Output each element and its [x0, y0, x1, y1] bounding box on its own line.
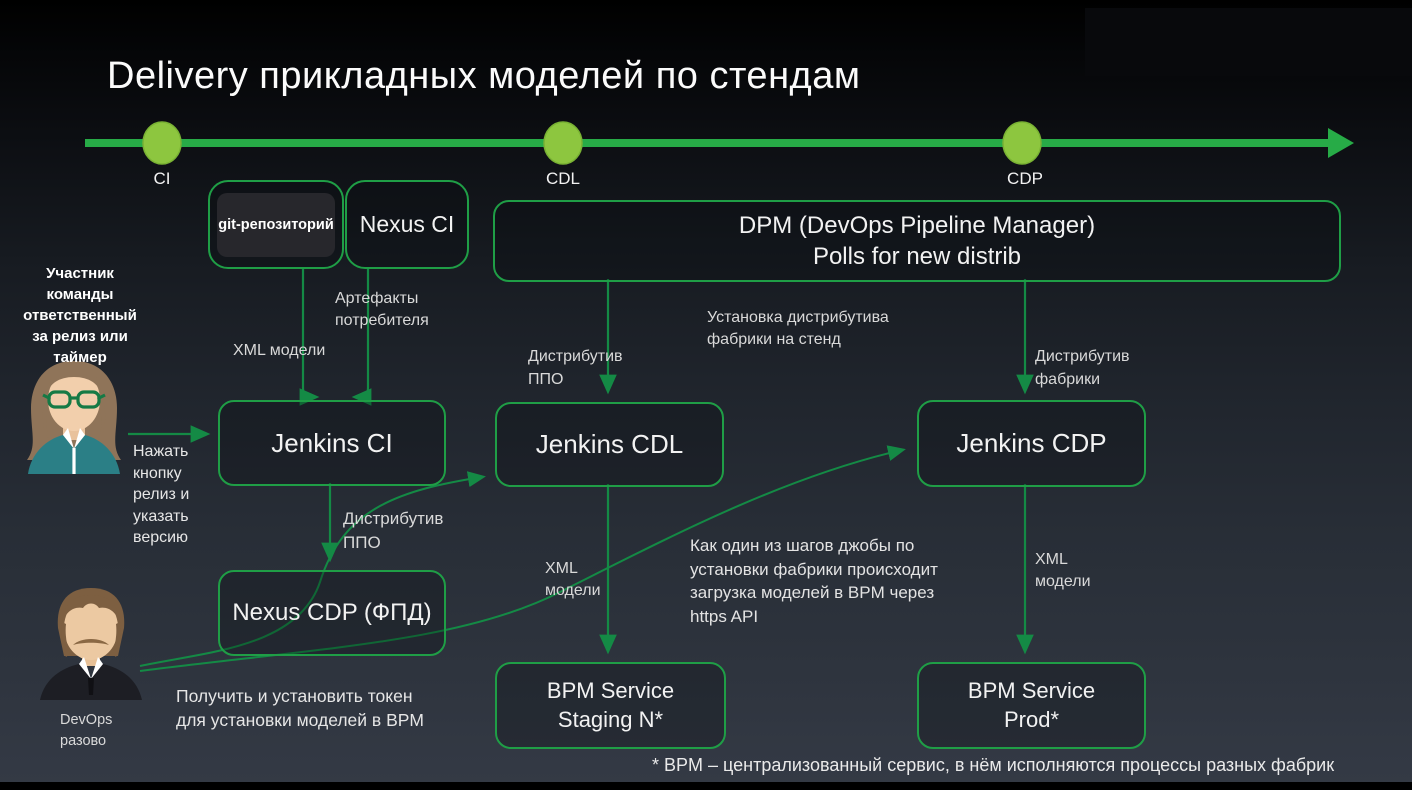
edge-nexusci-to-jenkins-ci	[351, 267, 372, 406]
timeline-arrow	[85, 121, 1354, 165]
man-collar-right	[91, 657, 103, 679]
stage-label-ci: CI	[153, 169, 171, 188]
stage-label-cdp: CDP	[1007, 169, 1043, 188]
note-token: Получить и установить токен для установк…	[176, 686, 425, 730]
edge-devops-to-jenkins-cdl	[139, 471, 486, 667]
node-dpm: DPM (DevOps Pipeline Manager) Polls for …	[493, 200, 1341, 282]
bottom-black-strip	[0, 782, 1412, 790]
node-label: Jenkins CDP	[956, 428, 1107, 458]
edge-label-distrib-factory: Дистрибутив фабрики	[1035, 348, 1130, 388]
page-title: Delivery прикладных моделей по стендам	[107, 55, 861, 97]
man-collar-left	[79, 657, 91, 679]
man-hair-side-left	[61, 622, 70, 657]
woman-collar-left	[63, 428, 74, 449]
node-label: Nexus CI	[359, 211, 455, 237]
edge-label-install-factory-distrib: Установка дистрибутива фабрики на стенд	[707, 309, 889, 348]
woman-face	[48, 369, 100, 431]
man-hair-top	[62, 595, 120, 626]
man-mustache	[73, 639, 109, 645]
node-jenkins-cdl: Jenkins CDL	[495, 402, 724, 487]
edge-label-consumer-artifacts: Артефакты потребителя	[335, 290, 429, 329]
edge-label-xml-models-cdl: XML модели	[545, 560, 601, 599]
node-label-line2: Polls for new distrib	[812, 243, 1022, 270]
timeline-dot-cdl	[543, 121, 583, 165]
node-git-repository: git-репозиторий	[208, 180, 344, 269]
edge-devops-to-jenkins-cdp	[139, 445, 906, 672]
woman-shirt-placket	[72, 448, 76, 474]
man-tie	[88, 678, 94, 695]
stage-label-cdl: CDL	[545, 169, 580, 188]
node-label-line2: Prod*	[1003, 706, 1060, 732]
node-bpm-service-staging: BPM Service Staging N*	[495, 662, 726, 749]
man-face	[64, 596, 118, 660]
actor-label-devops: DevOps разово	[60, 712, 113, 749]
woman-hair-left	[42, 392, 51, 442]
node-jenkins-cdp: Jenkins CDP	[917, 400, 1146, 487]
timeline-dot-cdp	[1002, 121, 1042, 165]
node-label: Nexus CDP (ФПД)	[232, 599, 432, 626]
edge-label-press-release-button: Нажать кнопку релиз и указать версию	[133, 443, 190, 546]
edge-label-distrib-ppo-to-nexus: Дистрибутив ППО	[343, 509, 444, 552]
node-label: Jenkins CI	[271, 427, 393, 458]
git-repo-logo: git-репозиторий	[217, 192, 335, 257]
node-nexus-ci: Nexus CI	[345, 180, 469, 269]
woman-glasses	[42, 390, 106, 409]
man-hair-side-right	[112, 622, 121, 657]
node-label-line1: BPM Service	[546, 677, 675, 703]
edge-label-xml-models-cdp: XML модели	[1035, 551, 1091, 590]
edge-label-distrib-ppo-to-cdl: Дистрибутив ППО	[528, 348, 623, 388]
devops-avatar	[40, 588, 142, 700]
node-label-line1: DPM (DevOps Pipeline Manager)	[738, 211, 1096, 239]
release-member-avatar	[27, 361, 121, 474]
node-label-line1: BPM Service	[967, 677, 1096, 703]
edge-git-to-jenkins-ci	[299, 267, 320, 406]
edge-label-xml-models-ci: XML модели	[233, 342, 326, 359]
node-label-line2: Staging N*	[557, 706, 664, 732]
node-nexus-cdp: Nexus CDP (ФПД)	[218, 570, 446, 656]
woman-hair-fringe	[47, 366, 101, 398]
actor-label-release-member: Участник команды ответственный за релиз …	[23, 265, 137, 366]
node-label: Jenkins CDL	[535, 429, 684, 459]
timeline-dot-ci	[142, 121, 182, 165]
footnote-bpm: * BPM – централизованный сервис, в нём и…	[652, 755, 1335, 775]
woman-collar-right	[74, 428, 85, 449]
woman-hair-right	[97, 392, 106, 442]
node-jenkins-ci: Jenkins CI	[218, 400, 446, 486]
node-bpm-service-prod: BPM Service Prod*	[917, 662, 1146, 749]
redacted-logo-block	[1085, 8, 1412, 76]
note-job-step: Как один из шагов джобы по установки фаб…	[690, 536, 938, 626]
